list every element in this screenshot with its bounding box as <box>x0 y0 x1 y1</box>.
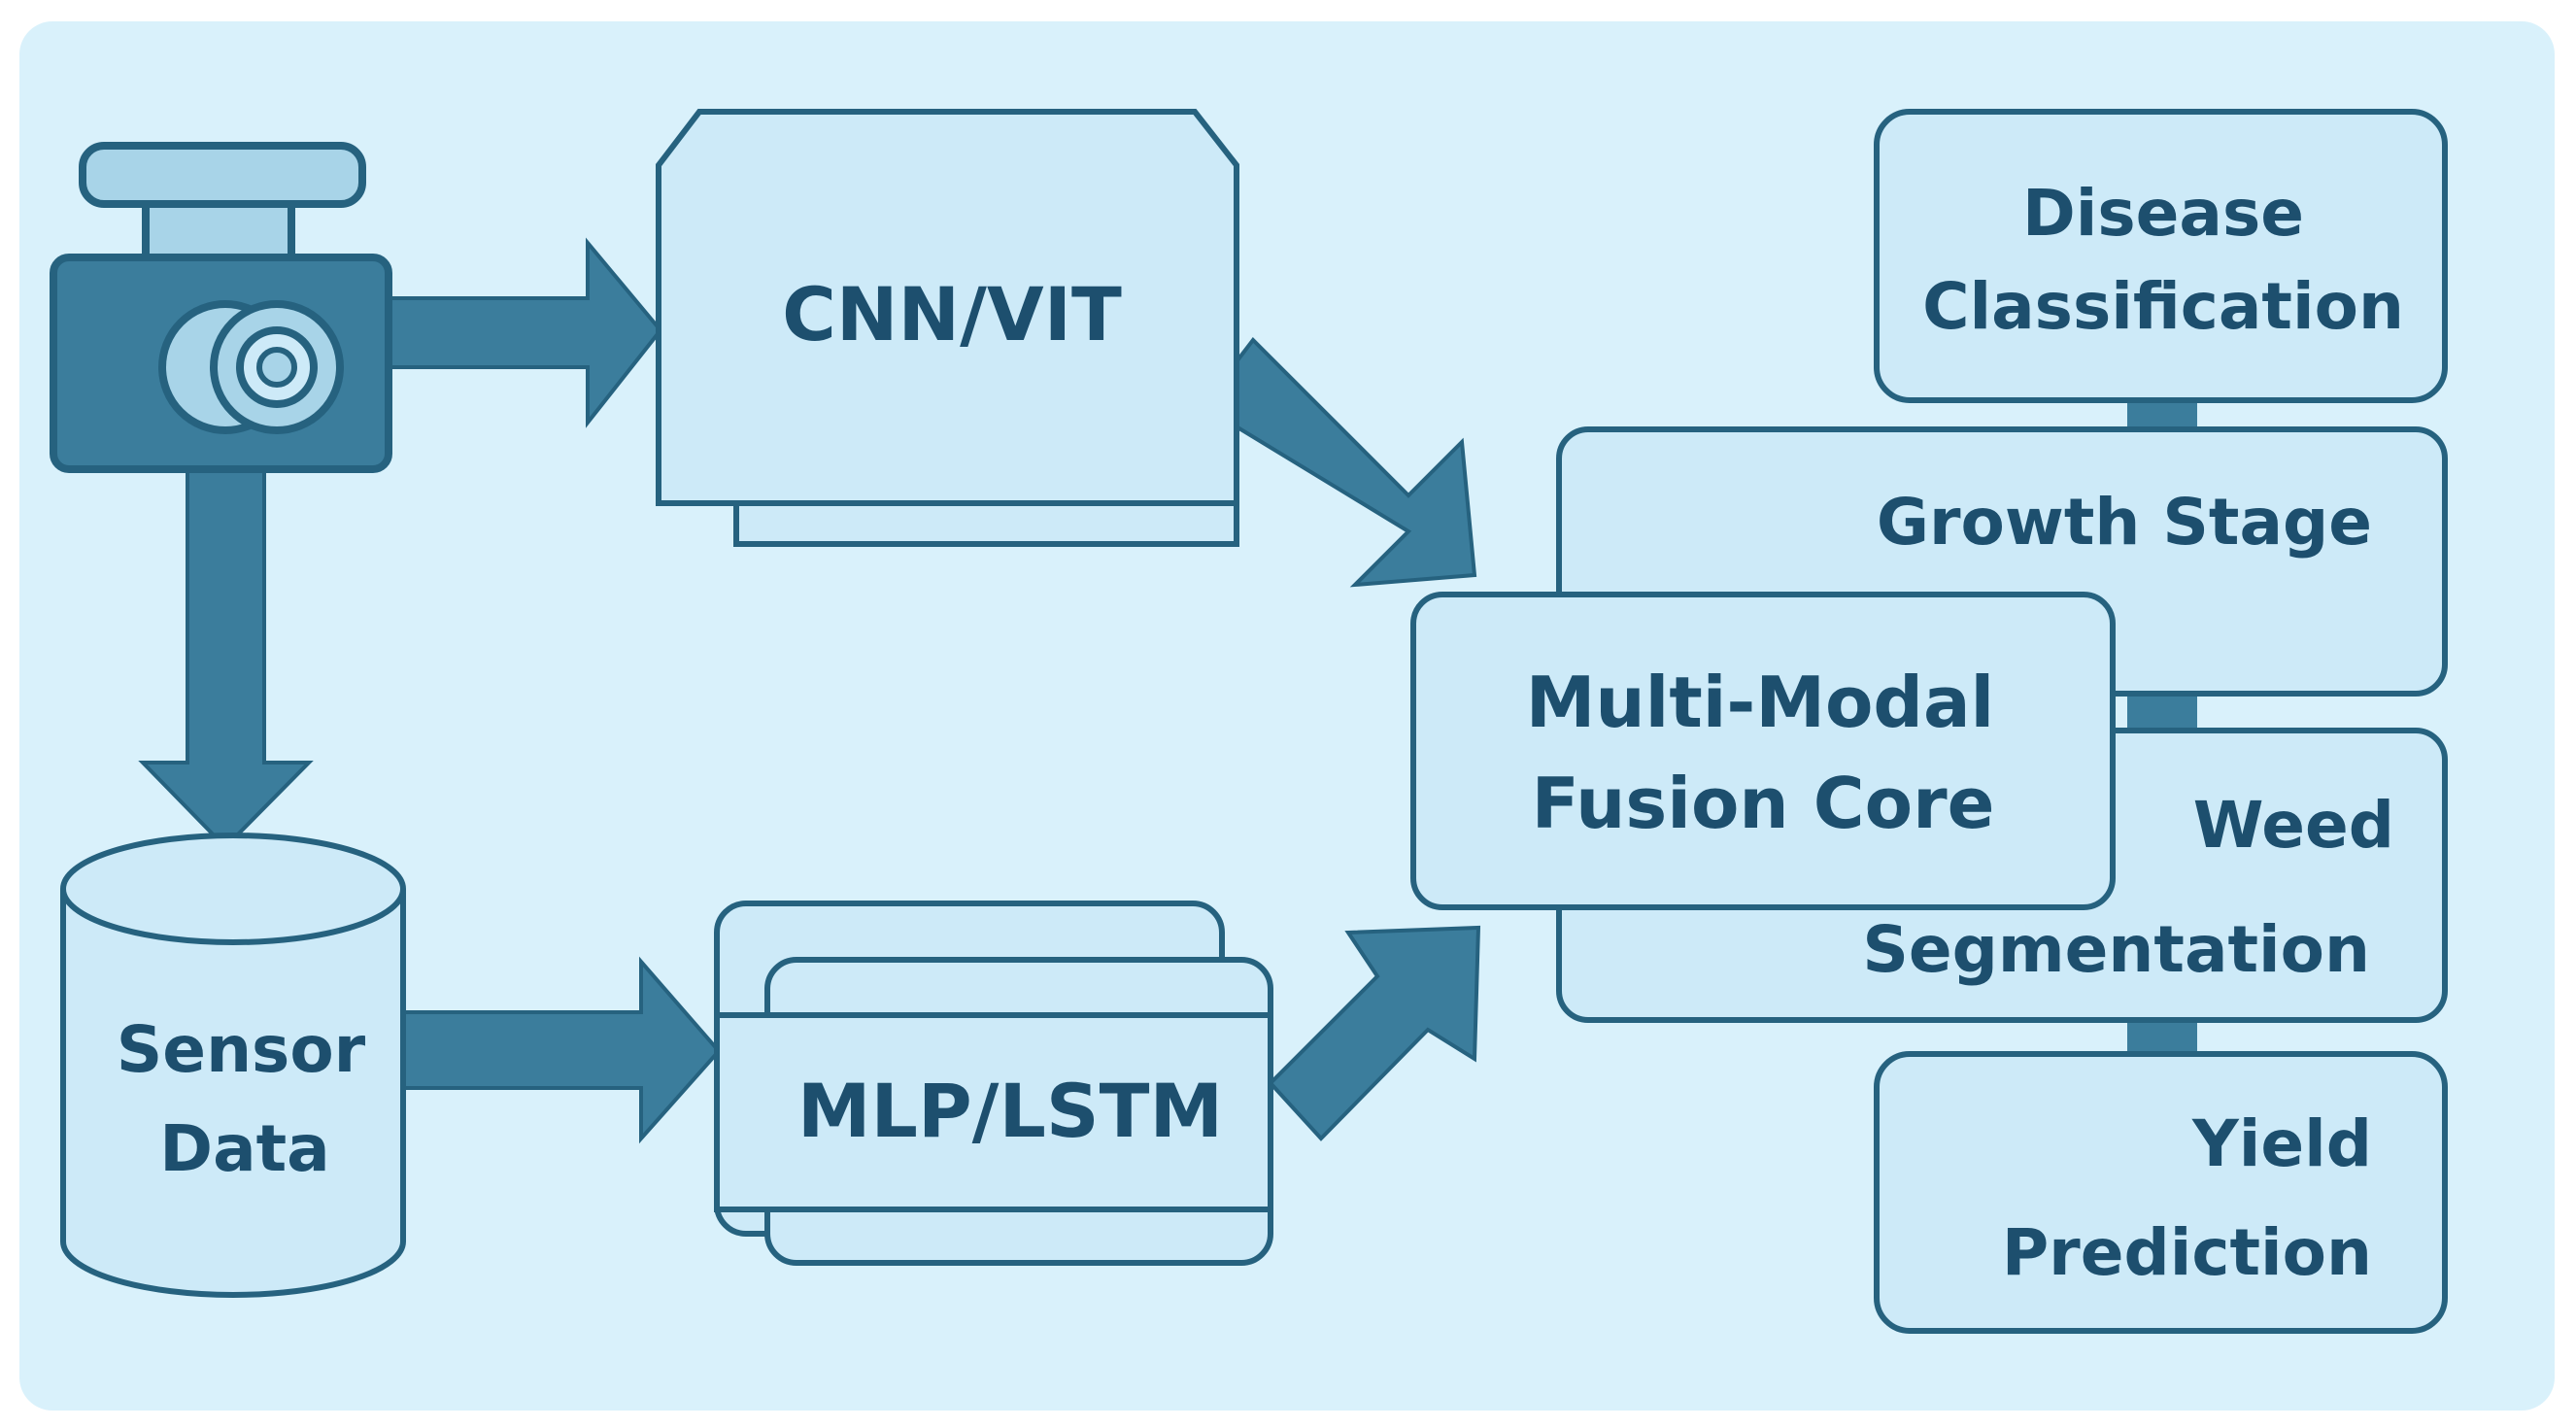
cnn-vit-label: CNN/VIT <box>782 271 1122 357</box>
arrow-mlp-to-fusion <box>1268 925 1481 1141</box>
fusion-label-line1: Multi-Modal <box>1526 662 1994 743</box>
arrow-camera-to-sensor <box>138 464 314 850</box>
sensor-label-line2: Data <box>159 1111 329 1186</box>
sensor-data-cylinder: Sensor Data <box>60 833 406 1298</box>
weed-label-line2: Segmentation <box>1862 912 2370 987</box>
connector-weed-yield <box>2127 1020 2197 1054</box>
cnn-vit-box: CNN/VIT <box>656 109 1239 547</box>
disease-label-line2: Classification <box>1922 269 2404 344</box>
disease-label-line1: Disease <box>2022 176 2304 251</box>
arrow-sensor-to-mlp <box>401 956 722 1144</box>
arrow-cnn-to-fusion <box>1200 336 1477 588</box>
yield-label-line2: Prediction <box>2002 1215 2372 1290</box>
database-cylinder-icon <box>60 833 406 945</box>
mlp-lstm-label: MLP/LSTM <box>797 1068 1223 1154</box>
sensor-label-line1: Sensor <box>117 1012 366 1087</box>
weed-label-line1: Weed <box>2193 788 2394 863</box>
connector-disease-growth <box>2127 400 2197 429</box>
yield-label-line1: Yield <box>2191 1106 2372 1181</box>
arrow-camera-to-cnn <box>387 237 663 428</box>
fusion-core-box: Multi-Modal Fusion Core <box>1410 592 2116 910</box>
growth-label: Growth Stage <box>1877 485 2372 560</box>
mlp-lstm-box: MLP/LSTM <box>714 901 1273 1266</box>
connector-growth-weed <box>2127 692 2197 731</box>
camera-icon <box>50 142 392 473</box>
output-yield-prediction: Yield Prediction <box>1874 1051 2448 1334</box>
fusion-label-line2: Fusion Core <box>1532 763 1995 844</box>
output-disease-classification: Disease Classification <box>1874 109 2448 403</box>
